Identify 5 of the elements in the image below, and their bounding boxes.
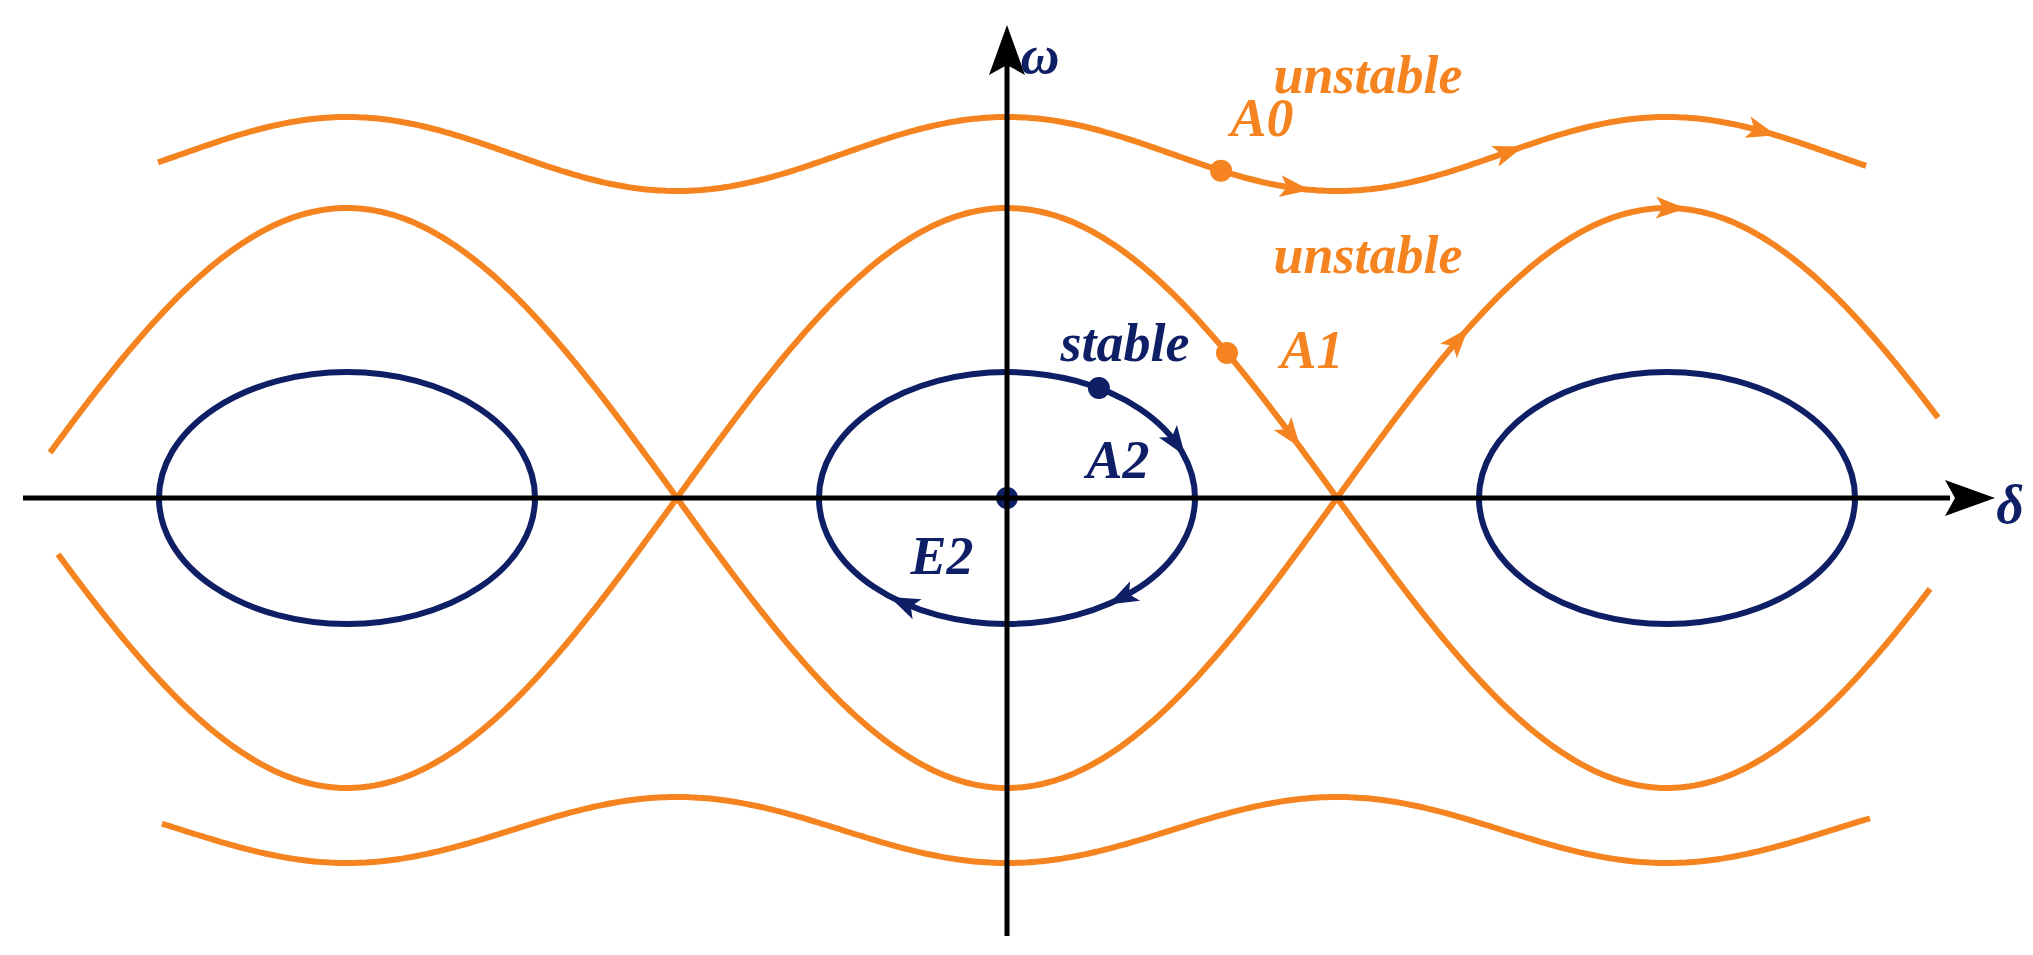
point-label: E2 [910,529,974,583]
stability-label: unstable [1273,228,1463,282]
axis-label: ω [1020,28,1060,82]
axis-label: δ [1996,478,2024,532]
stability-label: stable [1060,316,1190,370]
